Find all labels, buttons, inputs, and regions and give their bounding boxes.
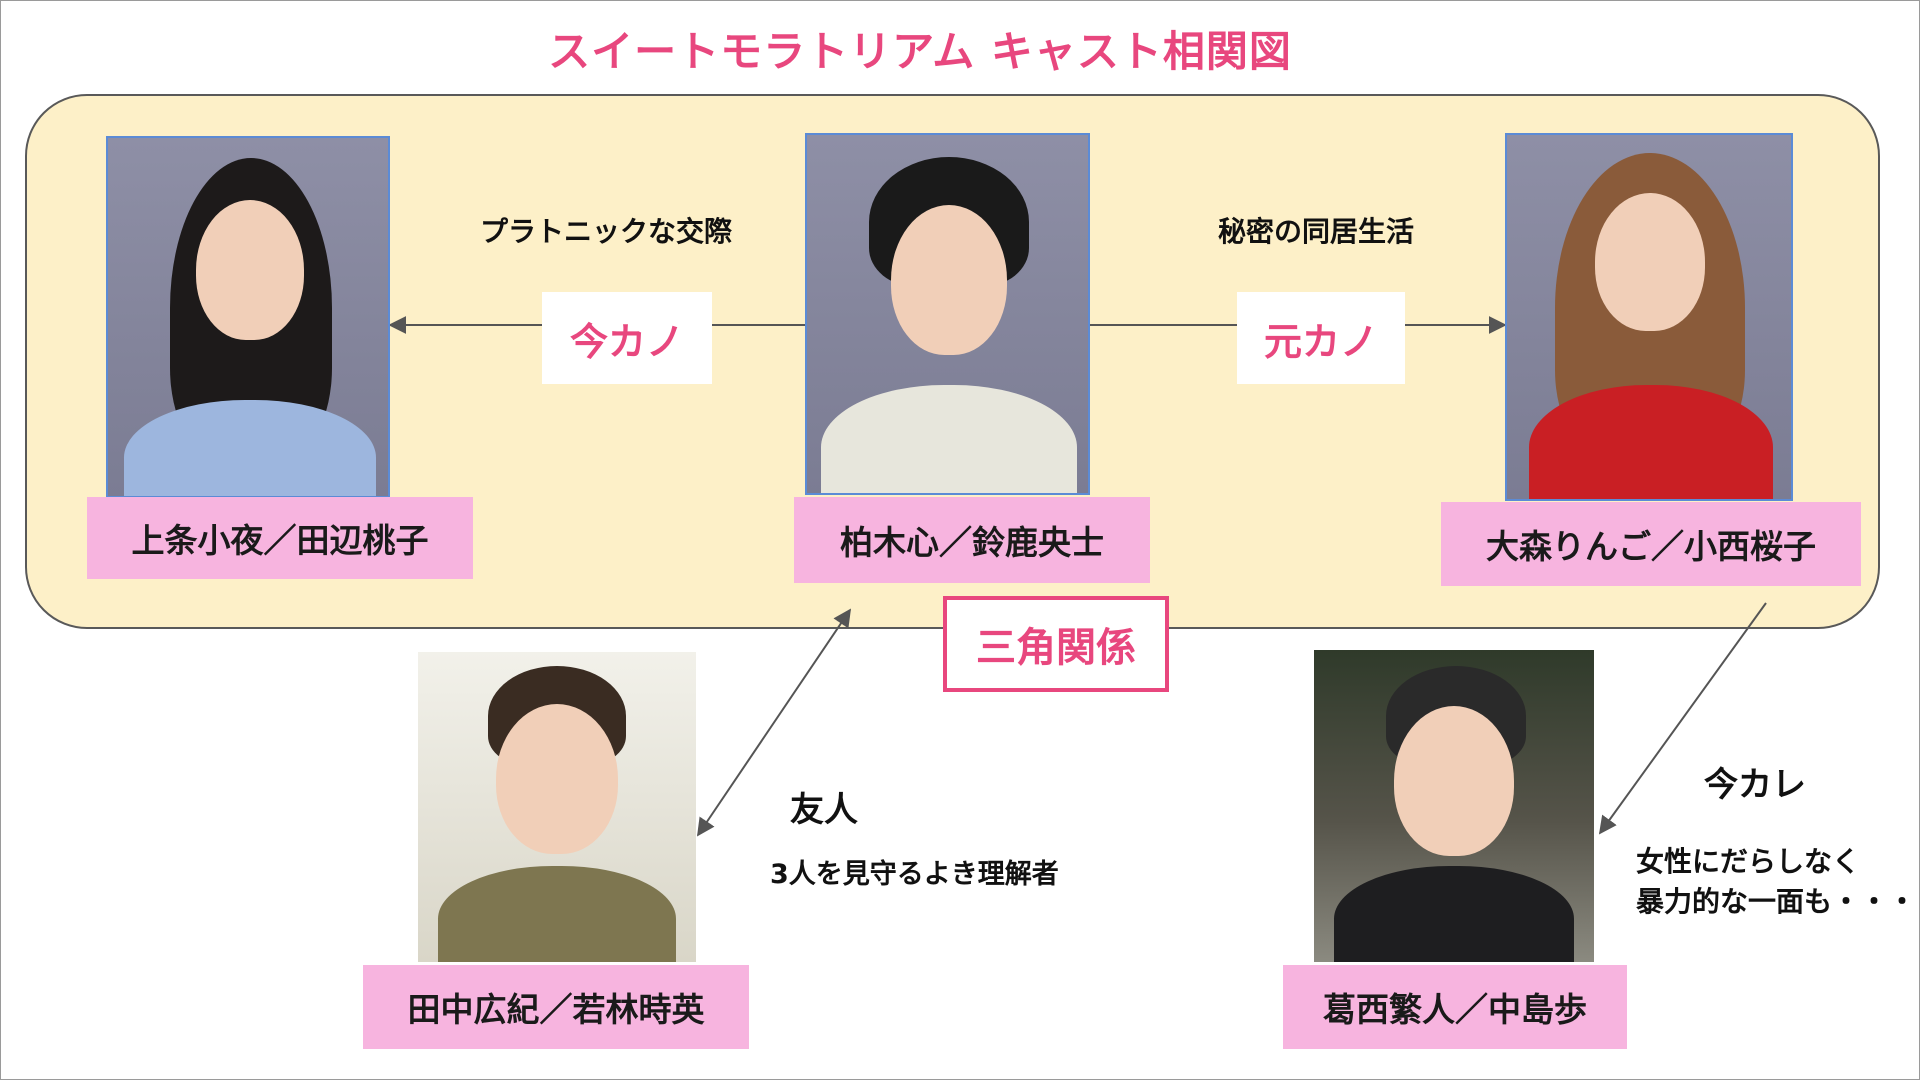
diagram-title: スイートモラトリアム キャスト相関図 bbox=[548, 27, 1292, 76]
name-ringo: 大森りんご／小西桜子 bbox=[1441, 502, 1861, 586]
photo-ringo bbox=[1505, 133, 1793, 501]
desc-secret-cohabitation: 秘密の同居生活 bbox=[1218, 215, 1415, 248]
name-sayo: 上条小夜／田辺桃子 bbox=[87, 497, 473, 579]
label-current-girlfriend: 今カノ bbox=[542, 292, 712, 384]
desc-friend: 3人を見守るよき理解者 bbox=[770, 859, 1059, 890]
name-shin: 柏木心／鈴鹿央士 bbox=[794, 497, 1150, 583]
label-love-triangle: 三角関係 bbox=[943, 596, 1169, 692]
label-ex-girlfriend: 元カノ bbox=[1237, 292, 1405, 384]
photo-shigeto bbox=[1314, 650, 1594, 962]
name-shigeto: 葛西繁人／中島歩 bbox=[1283, 965, 1627, 1049]
photo-hiroki bbox=[418, 652, 696, 962]
photo-shin bbox=[805, 133, 1090, 495]
desc-boyfriend-line1: 女性にだらしなく bbox=[1636, 845, 1861, 878]
photo-sayo bbox=[106, 136, 390, 498]
label-current-boyfriend: 今カレ bbox=[1704, 765, 1806, 805]
label-friend: 友人 bbox=[790, 790, 858, 830]
desc-boyfriend-line2: 暴力的な一面も・・・ bbox=[1636, 885, 1917, 918]
name-hiroki: 田中広紀／若林時英 bbox=[363, 965, 749, 1049]
desc-platonic: プラトニックな交際 bbox=[480, 215, 733, 248]
